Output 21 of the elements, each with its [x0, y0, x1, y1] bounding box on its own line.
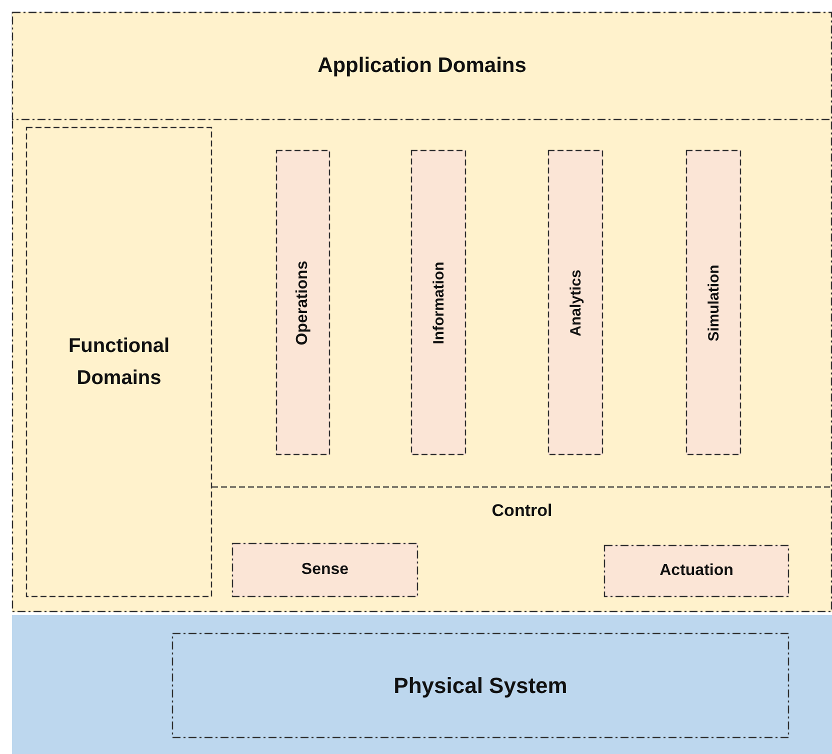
domain-bar	[411, 150, 466, 455]
system-box	[172, 633, 789, 738]
system-band	[12, 615, 832, 754]
component-box	[604, 545, 789, 597]
node-label: Physical System	[392, 672, 568, 698]
domain-band	[12, 12, 832, 120]
node-label: Functional Domains	[67, 334, 171, 391]
component-box	[232, 543, 418, 597]
domain-panel	[12, 12, 832, 612]
node-label: Actuation	[658, 562, 734, 580]
domain-bar	[548, 150, 603, 455]
node-label: Operations	[294, 260, 312, 345]
node-label: Control	[490, 501, 554, 521]
node-label: Information	[430, 261, 447, 344]
node-label: Sense	[300, 561, 350, 579]
domain-bar	[276, 150, 330, 455]
node-label: Analytics	[567, 269, 584, 336]
domain-bar	[686, 150, 741, 455]
domain-box	[26, 127, 212, 597]
node-label: Application Domains	[316, 54, 528, 78]
node-label: Simulation	[705, 264, 722, 341]
